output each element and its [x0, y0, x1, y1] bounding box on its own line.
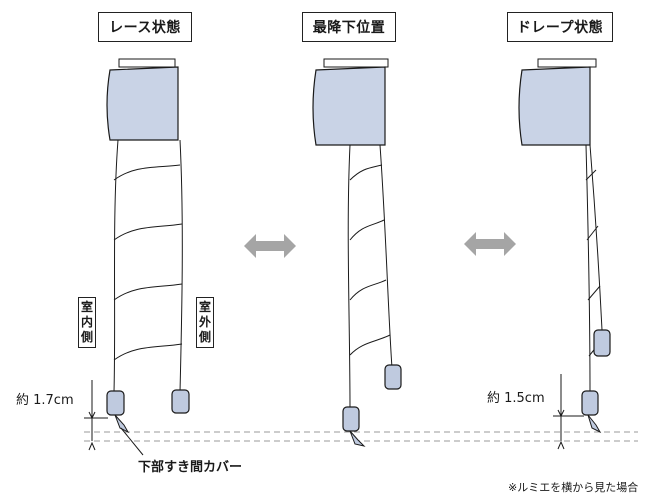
head-box — [106, 66, 179, 141]
gap-cover — [587, 414, 602, 434]
title-lace: レース状態 — [98, 12, 192, 42]
slat-wave-1 — [349, 164, 383, 181]
slat-line-2 — [589, 144, 603, 331]
bottom-weight-indoor — [581, 390, 599, 416]
head-rail-top — [323, 58, 389, 68]
slat-zig-2 — [586, 225, 599, 241]
slat-right-edge — [179, 139, 183, 393]
head-rail-top — [537, 58, 597, 68]
bottom-weight-indoor — [106, 390, 125, 416]
slat-right-edge — [379, 144, 393, 369]
slat-wave-4 — [113, 343, 183, 361]
slat-wave-2 — [113, 223, 183, 241]
slat-wave-3 — [113, 283, 183, 301]
bottom-weight-indoor — [342, 406, 360, 432]
double-arrow-1 — [244, 234, 296, 258]
slat-left-edge — [113, 139, 119, 393]
label-outdoor-side: 室 外 側 — [196, 297, 214, 348]
bottom-weight-outdoor — [384, 364, 402, 390]
title-lowest: 最降下位置 — [302, 12, 396, 42]
measure-drape-gap: 約 1.5cm — [487, 391, 545, 406]
label-outdoor-char: 外 — [198, 315, 211, 329]
bottom-weight-outdoor — [171, 389, 190, 414]
panel-drape-drawing — [518, 58, 611, 450]
slat-wave-3 — [349, 279, 387, 301]
title-drape: ドレープ状態 — [507, 12, 613, 42]
slat-left-edge — [347, 144, 351, 411]
head-box — [312, 66, 386, 146]
gap-cover — [114, 414, 130, 434]
label-indoor-char: 内 — [80, 315, 93, 329]
slat-line-1 — [585, 144, 591, 393]
dim-arrow-bottom-drape — [557, 440, 565, 450]
measure-lace-gap: 約 1.7cm — [16, 393, 74, 408]
slat-wave-1 — [113, 164, 181, 181]
head-box — [518, 66, 591, 146]
label-indoor-side: 室 内 側 — [78, 297, 96, 348]
footnote: ※ルミエを横から見た場合 — [508, 481, 639, 494]
head-rail-top — [118, 58, 176, 68]
slat-wave-2 — [349, 219, 385, 241]
slat-zig-3 — [587, 285, 601, 301]
leader-line — [120, 427, 144, 456]
slat-zig-1 — [585, 169, 597, 181]
slat-wave-4 — [349, 334, 391, 356]
bottom-gap-cover-label: 下部すき間カバー — [138, 460, 243, 475]
label-outdoor-char: 室 — [198, 300, 211, 314]
dim-arrow-bottom-lace — [88, 441, 96, 451]
panel-lowest-drawing — [312, 58, 402, 447]
double-arrow-2 — [464, 232, 516, 256]
bottom-weight-outdoor — [593, 329, 611, 357]
panel-lace-drawing — [84, 58, 190, 456]
label-outdoor-char: 側 — [198, 330, 211, 344]
label-indoor-char: 側 — [80, 330, 93, 344]
gap-cover — [349, 430, 366, 447]
label-indoor-char: 室 — [80, 300, 93, 314]
